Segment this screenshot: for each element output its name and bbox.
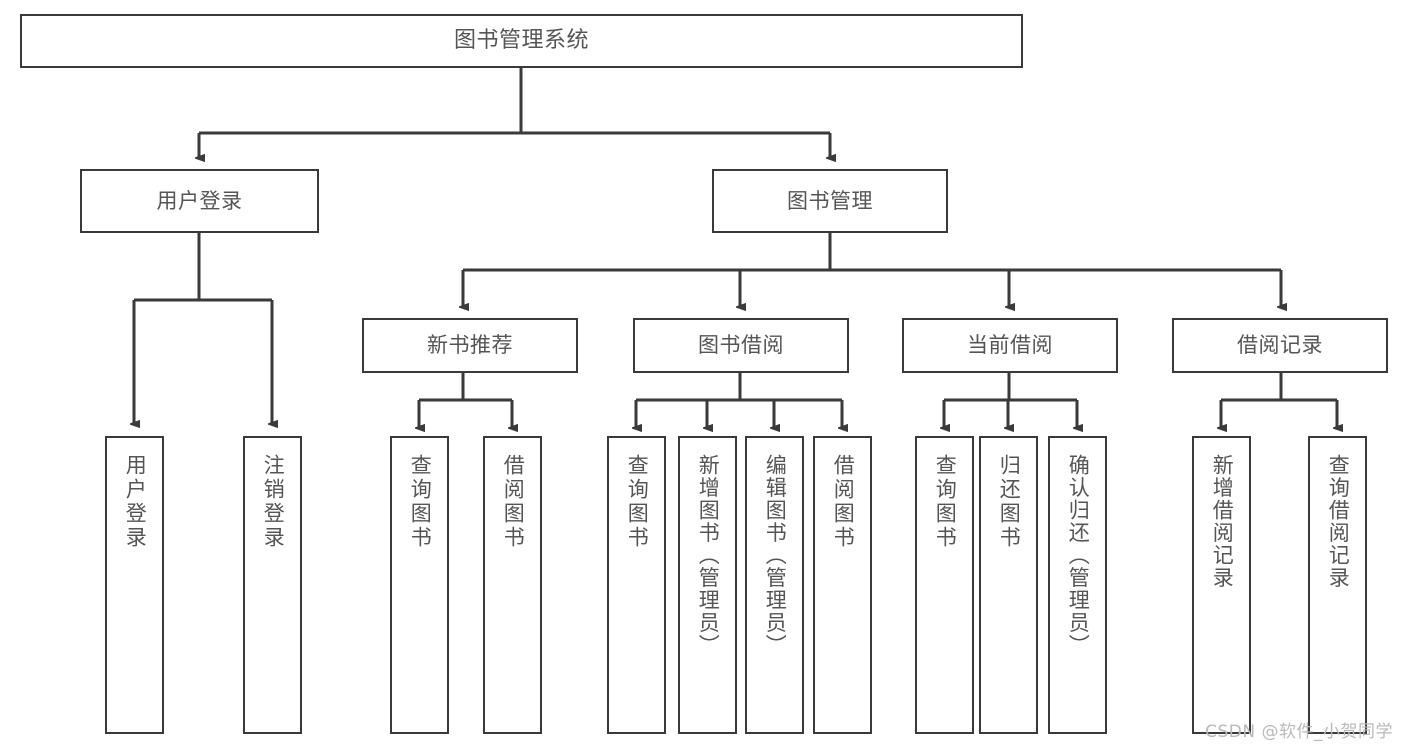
node-leaf-query-record[interactable]: 查询借阅记录 <box>1308 436 1367 734</box>
node-leaf-add-book[interactable]: 新增图书（管理员） <box>678 436 737 734</box>
node-leaf-user-login-label: 用户登录 <box>123 454 148 550</box>
node-leaf-logout[interactable]: 注销登录 <box>243 436 302 734</box>
node-new-book-recommend[interactable]: 新书推荐 <box>362 318 578 373</box>
node-borrow-record-label: 借阅记录 <box>1237 333 1323 358</box>
node-leaf-query-book-3-label: 查询图书 <box>933 454 958 550</box>
node-current-borrow[interactable]: 当前借阅 <box>902 318 1118 373</box>
watermark-text: CSDN @软件_小贺同学 <box>1205 722 1393 742</box>
node-leaf-query-book-1-label: 查询图书 <box>408 454 433 550</box>
node-leaf-return-book-label: 归还图书 <box>997 454 1022 550</box>
node-leaf-user-login[interactable]: 用户登录 <box>105 436 164 734</box>
node-leaf-add-record[interactable]: 新增借阅记录 <box>1192 436 1251 734</box>
node-root-label: 图书管理系统 <box>453 28 589 54</box>
node-leaf-query-book-2-label: 查询图书 <box>625 454 650 550</box>
node-book-manage[interactable]: 图书管理 <box>712 169 948 233</box>
node-book-manage-label: 图书管理 <box>787 188 873 213</box>
node-leaf-query-book-2[interactable]: 查询图书 <box>607 436 666 734</box>
node-user-login[interactable]: 用户登录 <box>80 169 319 233</box>
node-leaf-confirm-return[interactable]: 确认归还（管理员） <box>1048 436 1107 734</box>
node-leaf-query-book-3[interactable]: 查询图书 <box>915 436 974 734</box>
node-leaf-add-book-label: 新增图书（管理员） <box>696 454 721 657</box>
node-book-borrow-label: 图书借阅 <box>698 333 784 358</box>
node-leaf-edit-book-label: 编辑图书（管理员） <box>763 454 788 657</box>
node-leaf-borrow-book-2[interactable]: 借阅图书 <box>813 436 872 734</box>
node-root[interactable]: 图书管理系统 <box>20 14 1023 68</box>
node-leaf-borrow-book-1[interactable]: 借阅图书 <box>483 436 542 734</box>
node-new-book-recommend-label: 新书推荐 <box>427 333 513 358</box>
node-user-login-label: 用户登录 <box>156 188 243 213</box>
node-leaf-borrow-book-2-label: 借阅图书 <box>831 454 856 550</box>
node-borrow-record[interactable]: 借阅记录 <box>1172 318 1388 373</box>
node-leaf-edit-book[interactable]: 编辑图书（管理员） <box>745 436 804 734</box>
node-current-borrow-label: 当前借阅 <box>967 333 1053 358</box>
node-leaf-logout-label: 注销登录 <box>261 454 286 550</box>
node-leaf-query-book-1[interactable]: 查询图书 <box>390 436 449 734</box>
node-leaf-borrow-book-1-label: 借阅图书 <box>501 454 526 550</box>
node-book-borrow[interactable]: 图书借阅 <box>633 318 849 373</box>
node-leaf-confirm-return-label: 确认归还（管理员） <box>1066 454 1091 657</box>
node-leaf-add-record-label: 新增借阅记录 <box>1210 454 1235 589</box>
node-leaf-query-record-label: 查询借阅记录 <box>1326 454 1351 589</box>
node-leaf-return-book[interactable]: 归还图书 <box>979 436 1038 734</box>
